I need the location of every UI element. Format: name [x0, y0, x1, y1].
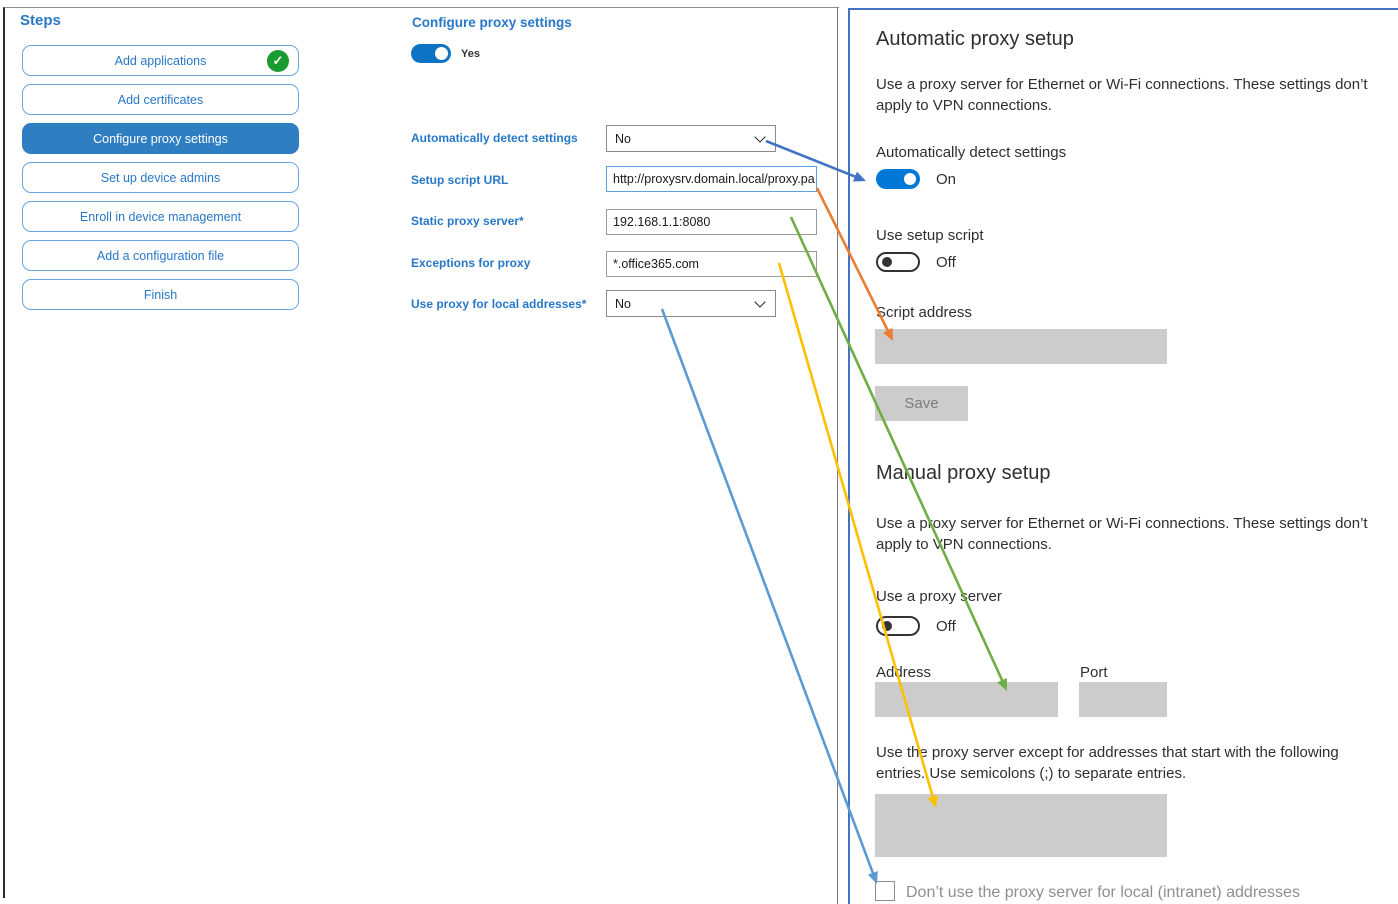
label-static-proxy-server: Static proxy server* [411, 214, 524, 228]
step-label: Set up device admins [100, 170, 221, 185]
step-add-a-configuration-file[interactable]: Add a configuration file [22, 240, 299, 271]
step-label: Add certificates [117, 92, 204, 107]
label-exceptions-for-proxy: Exceptions for proxy [411, 256, 531, 270]
step-add-certificates[interactable]: Add certificates [22, 84, 299, 115]
completed-check-icon [267, 50, 289, 72]
step-set-up-device-admins[interactable]: Set up device admins [22, 162, 299, 193]
address-input[interactable] [875, 682, 1058, 717]
use-setup-script-label: Use setup script [876, 227, 984, 244]
step-label: Configure proxy settings [93, 131, 228, 146]
step-enroll-in-device-management[interactable]: Enroll in device management [22, 201, 299, 232]
step-label: Add a configuration file [96, 248, 225, 263]
automatic-proxy-description: Use a proxy server for Ethernet or Wi-Fi… [876, 76, 1368, 114]
toggle-knob [882, 621, 892, 631]
step-label: Enroll in device management [79, 209, 242, 224]
local-intranet-checkbox-label: Don’t use the proxy server for local (in… [906, 884, 1300, 901]
step-label: Finish [143, 287, 178, 302]
port-input[interactable] [1079, 682, 1167, 717]
use-proxy-server-state: Off [936, 618, 956, 635]
step-configure-proxy-settings[interactable]: Configure proxy settings [22, 123, 299, 154]
detect-settings-label: Automatically detect settings [876, 144, 1067, 161]
manual-proxy-description: Use a proxy server for Ethernet or Wi-Fi… [876, 515, 1368, 553]
port-label: Port [1080, 664, 1108, 681]
toggle-knob [435, 47, 448, 60]
chevron-down-icon [754, 131, 766, 143]
address-label: Address [876, 664, 932, 681]
use-setup-script-toggle[interactable] [876, 252, 920, 272]
chevron-down-icon [754, 296, 766, 308]
detect-settings-toggle[interactable] [876, 169, 920, 189]
use-setup-script-state: Off [936, 254, 956, 271]
panel-divider [837, 7, 838, 904]
step-add-applications[interactable]: Add applications [22, 45, 299, 76]
manual-proxy-setup-heading: Manual proxy setup [876, 462, 1051, 484]
use-proxy-server-toggle[interactable] [876, 616, 920, 636]
windows-proxy-settings-panel: Automatic proxy setup Use a proxy server… [848, 8, 1398, 904]
local-intranet-checkbox[interactable] [875, 881, 895, 901]
label-use-proxy-for-local-addresses: Use proxy for local addresses* [411, 297, 587, 311]
dropdown-value: No [615, 296, 631, 311]
toggle-knob [882, 257, 892, 267]
toggle-state-label: Yes [461, 48, 480, 60]
field-value: 192.168.1.1:8080 [613, 215, 711, 229]
configure-proxy-enabled-toggle[interactable] [411, 44, 451, 63]
dropdown-value: No [615, 131, 631, 146]
script-address-label: Script address [876, 304, 972, 321]
use-proxy-for-local-addresses-dropdown[interactable]: No [606, 290, 776, 317]
proxy-exceptions-hint: Use the proxy server except for addresse… [876, 744, 1339, 782]
step-label: Add applications [114, 53, 207, 68]
form-title: Configure proxy settings [412, 15, 572, 30]
static-proxy-server-input[interactable]: 192.168.1.1:8080 [606, 209, 817, 235]
proxy-exceptions-textarea[interactable] [875, 794, 1167, 857]
automatic-proxy-setup-heading: Automatic proxy setup [876, 28, 1074, 50]
field-value: http://proxysrv.domain.local/proxy.pa [613, 172, 815, 186]
label-automatically-detect-settings: Automatically detect settings [411, 131, 578, 145]
use-proxy-server-label: Use a proxy server [876, 588, 1002, 605]
field-value: *.office365.com [613, 257, 699, 271]
script-address-input[interactable] [875, 329, 1167, 364]
detect-settings-state: On [936, 171, 957, 188]
steps-title: Steps [20, 12, 61, 29]
toggle-knob [904, 173, 916, 185]
setup-script-url-input[interactable]: http://proxysrv.domain.local/proxy.pa [606, 166, 817, 192]
automatically-detect-settings-dropdown[interactable]: No [606, 125, 776, 152]
exceptions-for-proxy-input[interactable]: *.office365.com [606, 251, 817, 277]
label-setup-script-url: Setup script URL [411, 173, 509, 187]
save-button[interactable]: Save [875, 386, 968, 421]
step-finish[interactable]: Finish [22, 279, 299, 310]
